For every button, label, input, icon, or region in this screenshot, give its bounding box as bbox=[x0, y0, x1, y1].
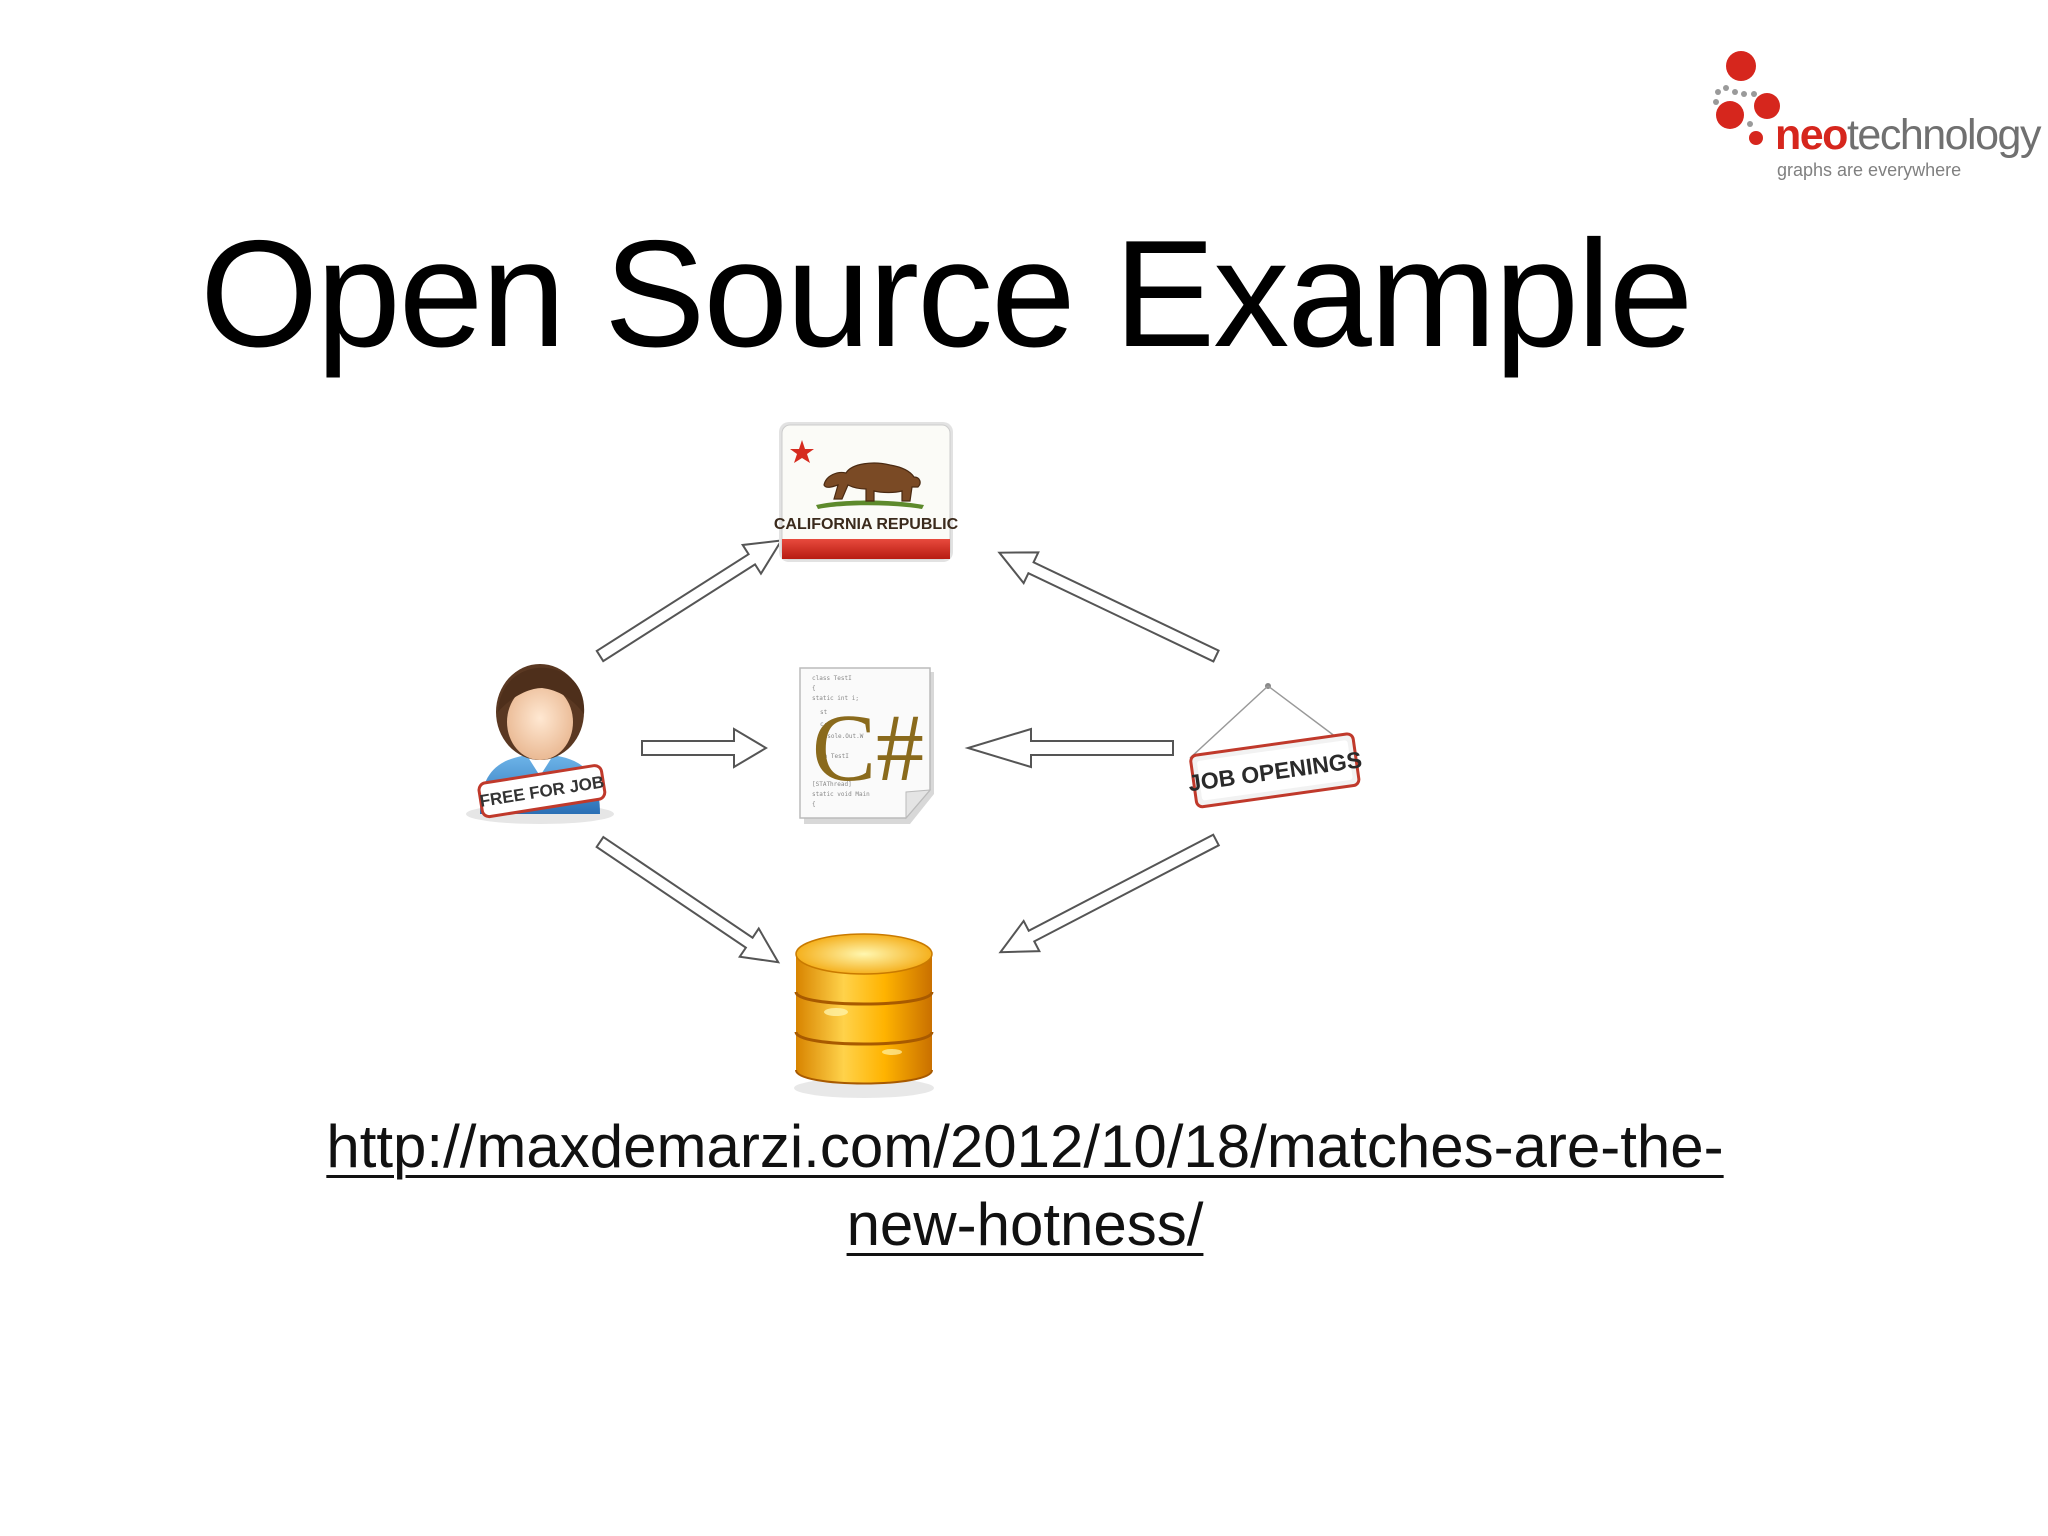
job-openings-sign-icon: JOB OPENINGS bbox=[1186, 683, 1363, 809]
database-icon bbox=[794, 933, 934, 1098]
svg-text:onsole.Out.W: onsole.Out.W bbox=[820, 733, 864, 740]
person-icon: FREE FOR JOB bbox=[466, 664, 614, 824]
svg-text:{: { bbox=[812, 801, 816, 808]
source-link-line-1[interactable]: http://maxdemarzi.com/2012/10/18/matches… bbox=[326, 1113, 1724, 1180]
slide-title: Open Source Example bbox=[200, 209, 1693, 379]
california-flag-icon: CALIFORNIA REPUBLIC bbox=[774, 422, 959, 562]
svg-text:st: st bbox=[820, 709, 828, 716]
logo-wordmark: neotechnology bbox=[1775, 111, 2042, 159]
edge-arrow-job-database bbox=[998, 833, 1221, 954]
svg-text:{: { bbox=[812, 685, 816, 692]
flag-label: CALIFORNIA REPUBLIC bbox=[774, 516, 959, 533]
logo-neo: neo bbox=[1775, 111, 1848, 159]
source-link-line-2[interactable]: new-hotness/ bbox=[846, 1191, 1204, 1258]
neotechnology-logo: neotechnology graphs are everywhere bbox=[1710, 48, 2041, 188]
edge-arrow-person-database bbox=[595, 835, 781, 964]
svg-text:in TestI: in TestI bbox=[820, 753, 849, 760]
csharp-file-icon: class TestI { static int i; st c; onsole… bbox=[799, 667, 934, 824]
bear-icon bbox=[823, 462, 921, 502]
edge-arrow-person-skill bbox=[641, 727, 768, 769]
graph-dots-icon bbox=[1713, 51, 1780, 145]
svg-text:static int i;: static int i; bbox=[812, 695, 859, 702]
logo-technology: technology bbox=[1846, 111, 2042, 159]
svg-text:class TestI: class TestI bbox=[812, 675, 852, 682]
logo-tagline: graphs are everywhere bbox=[1777, 160, 1962, 180]
star-icon bbox=[790, 440, 814, 463]
svg-text:static void Main: static void Main bbox=[812, 791, 870, 798]
svg-text:[STAThread]: [STAThread] bbox=[812, 781, 852, 788]
edge-arrow-job-location bbox=[997, 551, 1220, 663]
csharp-label: C# bbox=[812, 694, 924, 801]
edge-arrow-job-skill bbox=[964, 727, 1174, 769]
svg-text:c;: c; bbox=[820, 721, 827, 728]
source-link[interactable]: http://maxdemarzi.com/2012/10/18/matches… bbox=[270, 1108, 1780, 1264]
edge-arrow-person-location bbox=[595, 539, 784, 663]
